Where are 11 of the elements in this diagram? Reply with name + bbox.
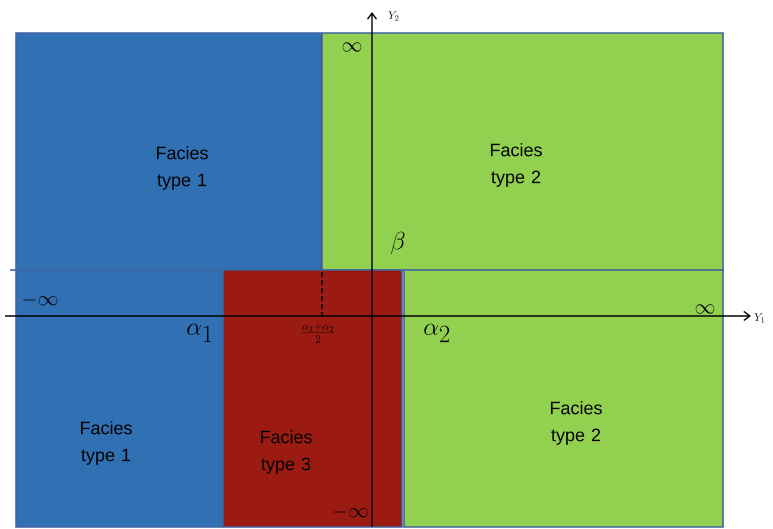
region-box: Facies type 1 <box>15 32 322 271</box>
math-label: $\infty$ <box>696 304 714 314</box>
math-label: $-\infty$ <box>334 508 368 518</box>
math-label: $\beta$ <box>391 232 405 254</box>
math-label: $\infty$ <box>342 42 362 52</box>
math-label: $Y_2$ <box>388 11 398 21</box>
math-label: $-\infty$ <box>23 296 58 306</box>
math-label: $\alpha_1$ <box>187 324 212 342</box>
math-label: $\frac{\alpha_1+\alpha_2}{2}$ <box>302 323 334 343</box>
math-label: $\alpha_2$ <box>424 324 450 342</box>
math-label: $Y_1$ <box>754 313 764 323</box>
